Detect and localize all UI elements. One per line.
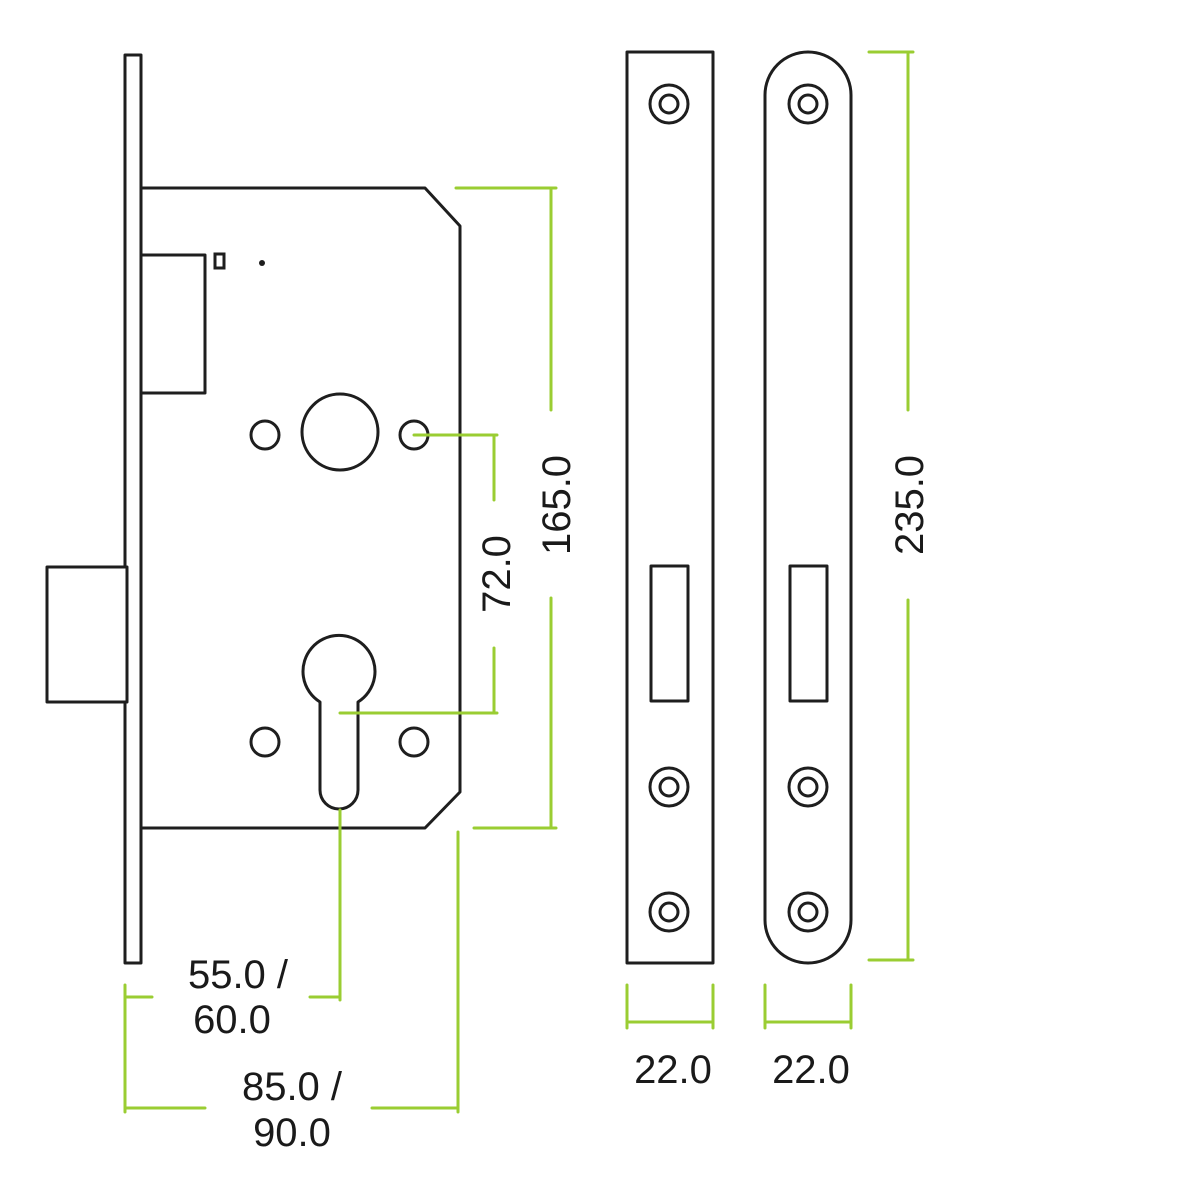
strike-height-dimension: 235.0 bbox=[867, 50, 932, 962]
fixing-hole-lower-right bbox=[398, 726, 430, 758]
radius-strike-screw-top bbox=[787, 83, 829, 125]
square-strike-plate bbox=[625, 50, 715, 965]
lock-body bbox=[139, 186, 462, 830]
case-depth-label-line-1: 85.0 / bbox=[242, 1065, 343, 1109]
square-strike-screw-top bbox=[648, 83, 690, 125]
fixing-hole-lower-left bbox=[249, 726, 281, 758]
radius-strike-plate bbox=[763, 50, 853, 965]
latch-pocket bbox=[139, 253, 207, 395]
mortice-lock-case bbox=[45, 53, 462, 965]
square-strike-screw-middle bbox=[648, 766, 690, 808]
fixing-hole-upper-left bbox=[249, 419, 281, 451]
radius-strike-screw-middle bbox=[787, 766, 829, 808]
square-strike-slot bbox=[649, 564, 690, 703]
forend-plate bbox=[123, 53, 143, 965]
euro-cylinder-keyhole bbox=[301, 633, 377, 811]
case-depth-label-line-2: 90.0 bbox=[253, 1111, 331, 1155]
square-forend-width-dimension: 22.0 bbox=[625, 983, 715, 1092]
follower-hole bbox=[300, 392, 380, 472]
centres-label: 72.0 bbox=[475, 535, 519, 613]
small-indicator-dot bbox=[259, 260, 265, 266]
square-strike-screw-bottom bbox=[648, 891, 690, 933]
strike-height-label: 235.0 bbox=[888, 455, 932, 555]
square-strike-plate-outline bbox=[625, 50, 715, 965]
radius-forend-width-dimension: 22.0 bbox=[763, 983, 853, 1092]
backset-label-line-2: 60.0 bbox=[193, 998, 271, 1042]
case-height-dimension: 165.0 bbox=[454, 186, 579, 830]
centres-dimension: 72.0 bbox=[338, 433, 519, 715]
case-depth-dimension: 85.0 / 90.0 bbox=[123, 830, 460, 1155]
backset-dimension: 55.0 / 60.0 bbox=[123, 808, 342, 1114]
radius-forend-width-label: 22.0 bbox=[772, 1048, 850, 1092]
radius-strike-plate-outline bbox=[763, 50, 853, 965]
square-forend-width-label: 22.0 bbox=[634, 1048, 712, 1092]
radius-strike-slot bbox=[788, 564, 829, 703]
small-indicator-slot bbox=[213, 252, 226, 270]
case-height-label: 165.0 bbox=[535, 455, 579, 555]
radius-strike-screw-bottom bbox=[787, 891, 829, 933]
backset-label-line-1: 55.0 / bbox=[188, 953, 289, 997]
deadbolt bbox=[45, 565, 129, 704]
